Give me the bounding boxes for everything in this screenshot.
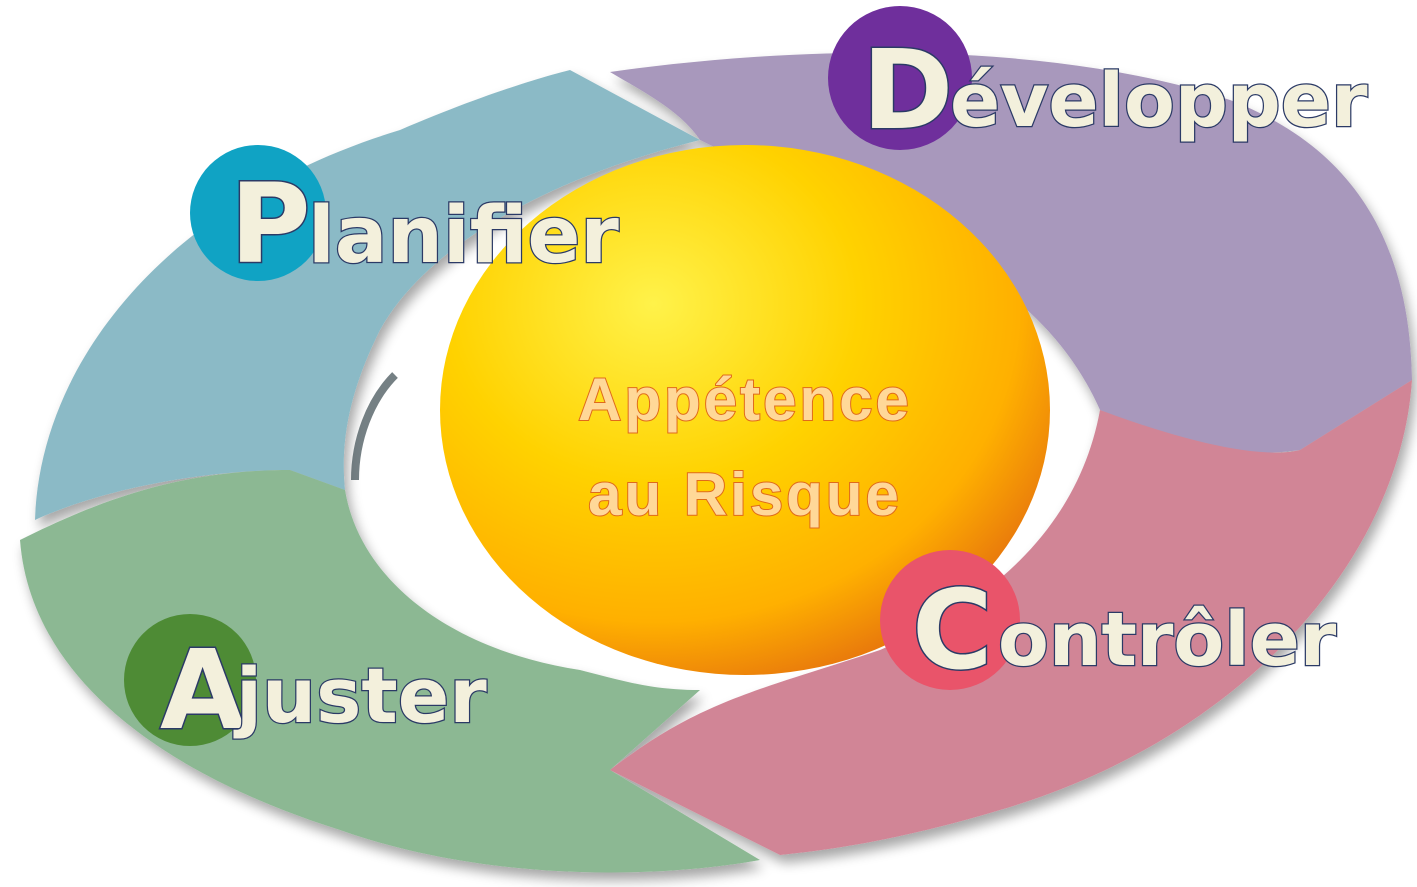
controler-initial: C (912, 566, 993, 694)
planifier-badge-circle (190, 145, 326, 281)
segment-planifier (35, 70, 700, 520)
controler-badge-circle (880, 550, 1020, 690)
developper-badge-circle (828, 6, 972, 150)
ajuster-rest: juster (233, 651, 487, 740)
planifier-rest: lanifier (308, 191, 619, 281)
inner-shadow-arc (351, 372, 398, 481)
ajuster-badge-circle (124, 614, 256, 746)
center-circle (440, 145, 1050, 675)
planifier-initial: P (230, 160, 311, 288)
label-ajuster: A juster (124, 614, 489, 756)
label-planifier: P lanifier (190, 145, 621, 290)
developper-rest: évelopper (950, 58, 1368, 144)
label-developper: D évelopper (828, 6, 1369, 156)
label-controler: C ontrôler (880, 550, 1338, 696)
center-label-line1: Appétence (578, 366, 912, 433)
ajuster-initial: A (160, 626, 245, 754)
controler-rest: ontrôler (998, 597, 1337, 683)
developper-initial: D (862, 26, 953, 154)
segment-ajuster (20, 470, 760, 873)
center-label-line2: au Risque (588, 461, 902, 528)
